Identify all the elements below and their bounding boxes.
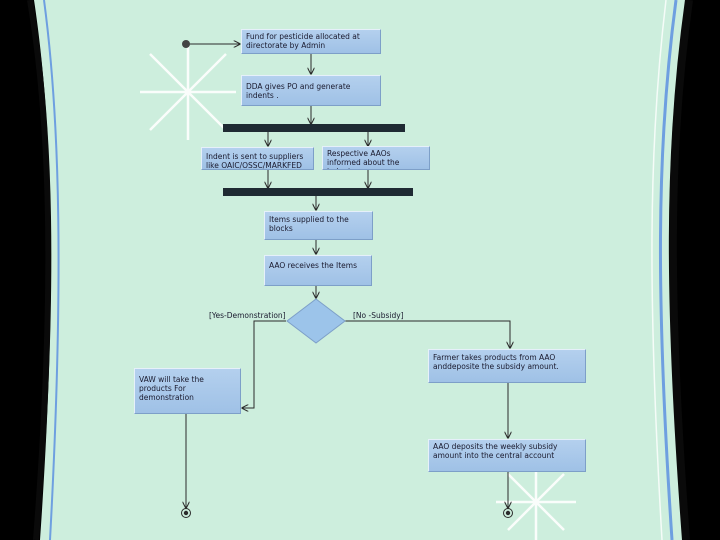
arrow-yes-branch	[242, 320, 286, 408]
end-node-left	[181, 508, 191, 518]
node-aaos-informed: Respective AAOs informed about the inden…	[322, 146, 430, 170]
right-black-stripe	[668, 0, 693, 540]
node-farmer-deposit: Farmer takes products from AAO anddeposi…	[428, 349, 586, 383]
sparkle-star-left	[140, 44, 236, 140]
node-dda-gives-po: DDA gives PO and generate indents .	[241, 75, 381, 106]
node-fund-allocated: Fund for pesticide allocated at director…	[241, 29, 381, 54]
right-white-stripe	[651, 0, 667, 540]
fork-bar	[223, 124, 405, 132]
node-vaw-demonstration: VAW will take the products For demonstra…	[134, 368, 241, 414]
node-aao-deposits: AAO deposits the weekly subsidy amount i…	[428, 439, 586, 472]
guard-no-subsidy: [No -Subsidy]	[353, 311, 404, 320]
arrow-no-branch	[345, 320, 510, 348]
right-blue-stripe	[658, 0, 678, 540]
decision-diamond	[286, 298, 346, 344]
node-indent-sent: Indent is sent to suppliers like OAIC/OS…	[201, 147, 314, 170]
join-bar	[223, 188, 413, 196]
left-blue-stripe	[43, 0, 60, 540]
guard-yes-demonstration: [Yes-Demonstration]	[209, 311, 286, 320]
node-aao-receives: AAO receives the Items	[264, 255, 372, 286]
start-node	[182, 40, 190, 48]
left-black-stripe	[27, 0, 52, 540]
node-items-supplied: Items supplied to the blocks	[264, 211, 373, 240]
end-node-right	[503, 508, 513, 518]
